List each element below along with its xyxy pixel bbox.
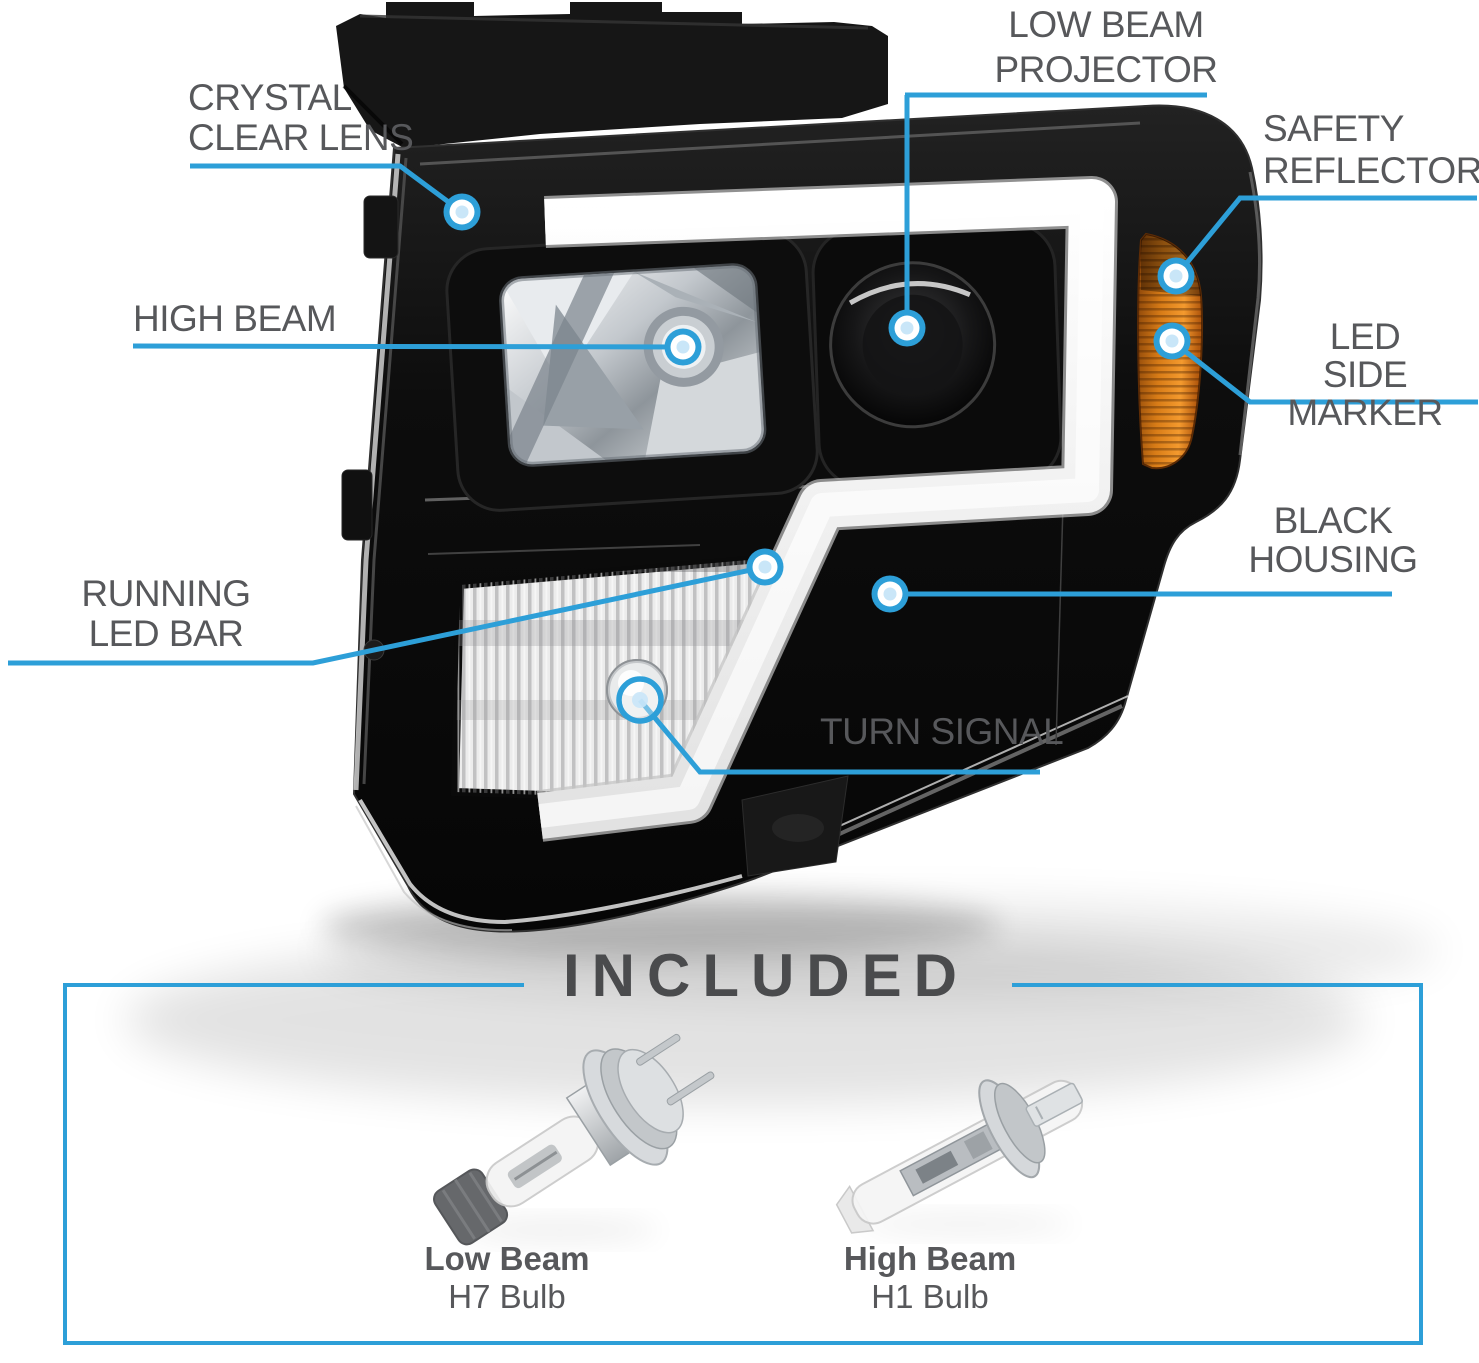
callout-black-housing: BLACK HOUSING [1248, 500, 1418, 580]
high-beam-bulb-type: H1 Bulb [871, 1278, 989, 1315]
h7-bulb-illustration [433, 1033, 715, 1246]
low-beam-bulb-label: Low Beam H7 Bulb [424, 1240, 589, 1316]
included-box-border-segment [67, 983, 524, 987]
high-beam-reflector [445, 230, 819, 512]
mount-tab [363, 195, 399, 259]
led-side-marker-line [1170, 339, 1478, 405]
low-beam-bulb-name: Low Beam [424, 1240, 590, 1277]
included-box-border-segment [1012, 983, 1419, 987]
callout-safety-reflector: SAFETY REFLECTOR [1263, 108, 1479, 191]
black-housing-dot [871, 575, 909, 613]
high-beam-dot [664, 328, 702, 366]
crystal-clear-lens-dot [443, 193, 481, 231]
led-running-bar [536, 176, 1118, 842]
low-beam-projector-unit [811, 221, 1063, 489]
crystal-clear-lens-line [190, 163, 464, 215]
included-box [63, 983, 1423, 1345]
h1-bulb-illustration [835, 1079, 1084, 1234]
callout-low-beam-projector: LOW BEAM PROJECTOR [994, 4, 1218, 90]
callout-crystal-clear-lens: CRYSTAL CLEAR LENS [188, 77, 414, 158]
safety-reflector-dot [1157, 257, 1195, 295]
running-led-bar-dot [746, 548, 784, 586]
callout-turn-signal: TURN SIGNAL [820, 711, 1064, 752]
low-beam-projector-line [904, 92, 1207, 328]
callout-lines [8, 92, 1478, 775]
high-beam-line [132, 343, 684, 350]
safety-reflector-line [1174, 195, 1477, 278]
callout-running-led-bar: RUNNING LED BAR [81, 573, 251, 654]
turn-signal-line [638, 698, 1040, 775]
low-beam-projector-dot [888, 309, 926, 347]
mount-tab [341, 469, 373, 541]
turn-signal-ring [616, 676, 664, 724]
high-beam-bulb-name: High Beam [843, 1240, 1017, 1277]
high-beam-bulb-label: High Beam H1 Bulb [844, 1240, 1016, 1316]
running-led-bar-line [8, 564, 766, 666]
mounting-bracket [336, 2, 888, 148]
callout-high-beam: HIGH BEAM [133, 298, 337, 339]
low-beam-bulb-type: H7 Bulb [448, 1278, 566, 1315]
callout-led-side-marker: LED SIDE MARKER [1287, 316, 1443, 433]
led-side-marker-dot [1153, 322, 1191, 360]
shadows [125, 895, 1440, 1105]
included-title: INCLUDED [563, 942, 969, 1009]
